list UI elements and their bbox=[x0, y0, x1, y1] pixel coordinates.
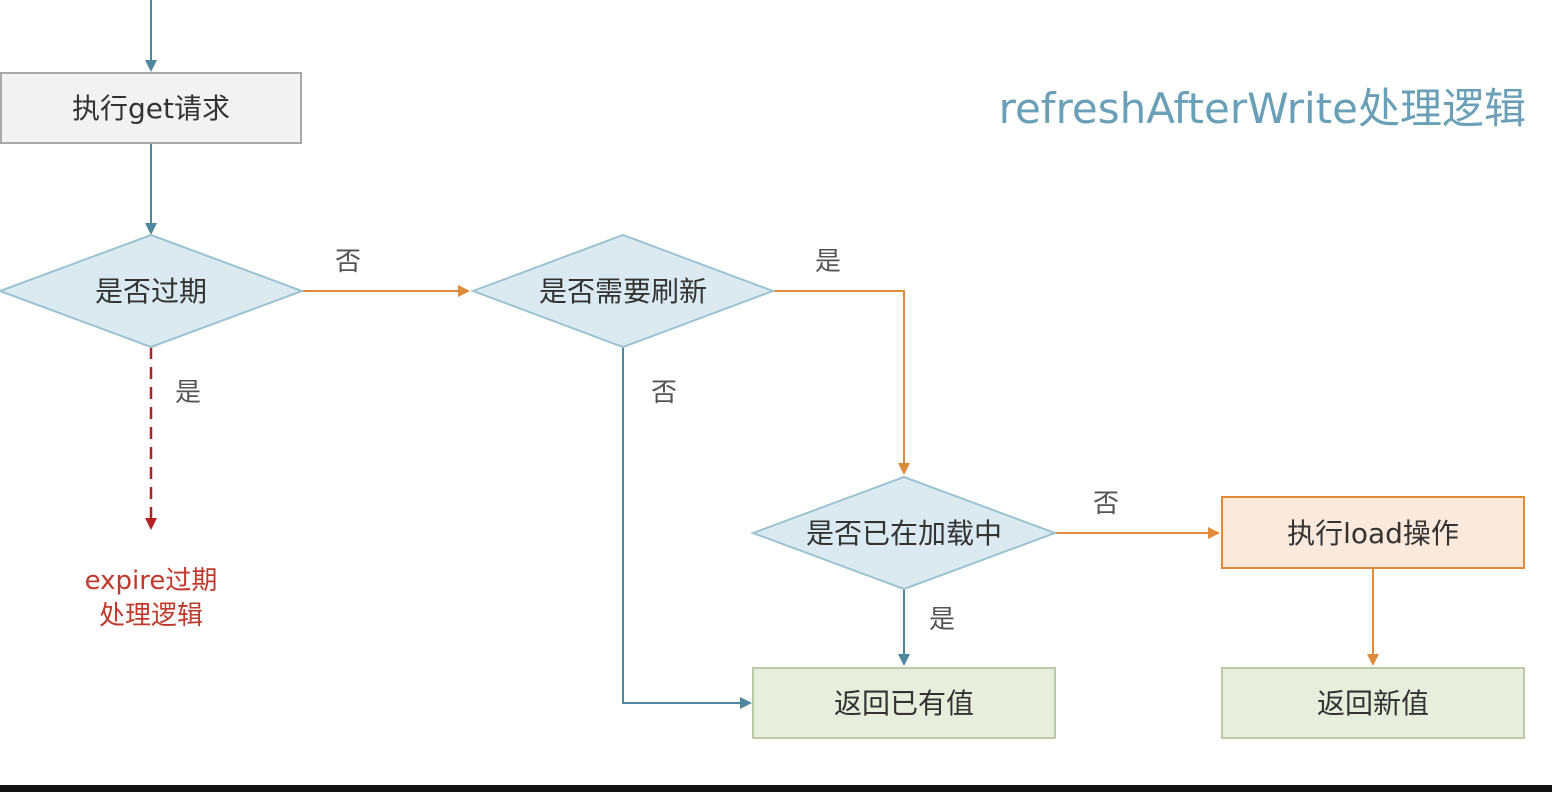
process-do-load-label: 执行load操作 bbox=[1287, 517, 1459, 550]
diagram-title: refreshAfterWrite处理逻辑 bbox=[999, 84, 1526, 133]
decision-loading-label: 是否已在加载中 bbox=[806, 517, 1002, 550]
bottom-border-bar bbox=[0, 785, 1552, 792]
result-return-existing: 返回已有值 bbox=[752, 667, 1056, 739]
decision-expired-label: 是否过期 bbox=[95, 275, 207, 308]
process-get-request-label: 执行get请求 bbox=[72, 92, 230, 125]
edge-label-expired-yes: 是 bbox=[175, 378, 201, 408]
decision-need-refresh-label: 是否需要刷新 bbox=[539, 275, 707, 308]
expire-logic-line2: 处理逻辑 bbox=[99, 601, 203, 631]
decision-need-refresh: 是否需要刷新 bbox=[470, 233, 776, 349]
process-get-request: 执行get请求 bbox=[0, 72, 302, 144]
edge-label-refresh-yes: 是 bbox=[815, 247, 841, 277]
result-return-new-label: 返回新值 bbox=[1317, 687, 1429, 720]
decision-expired: 是否过期 bbox=[0, 233, 305, 349]
edge-label-loading-no: 否 bbox=[1093, 489, 1119, 519]
process-do-load: 执行load操作 bbox=[1221, 496, 1525, 569]
result-return-new: 返回新值 bbox=[1221, 667, 1525, 739]
edge-label-expired-no: 否 bbox=[335, 247, 361, 277]
edge-refresh-no bbox=[622, 347, 752, 709]
result-return-existing-label: 返回已有值 bbox=[834, 687, 974, 720]
expire-logic-line1: expire过期 bbox=[85, 566, 218, 596]
edge-label-loading-yes: 是 bbox=[929, 605, 955, 635]
edge-refresh-yes bbox=[773, 290, 910, 475]
edge-label-refresh-no: 否 bbox=[651, 378, 677, 408]
decision-loading: 是否已在加载中 bbox=[750, 475, 1058, 591]
